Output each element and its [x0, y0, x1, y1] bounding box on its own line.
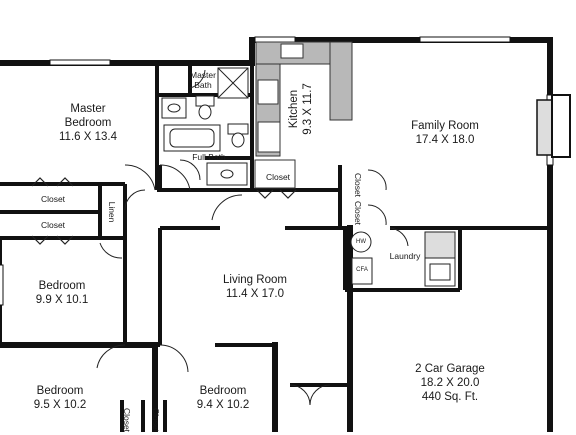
room-label-bedroom-sw: Bedroom 9.5 X 10.2: [33, 385, 87, 411]
room-label-bedroom-s: Bedroom 9.4 X 10.2: [196, 385, 250, 411]
bifold-marks: [31, 177, 297, 245]
room-label-laundry: Laundry: [389, 251, 421, 261]
laundry-fixtures: [350, 231, 456, 287]
room-label-closet-bed-1: Closet: [122, 407, 132, 433]
room-label-bedroom-west: Bedroom 9.9 X 10.1: [35, 280, 89, 306]
room-label-water-heater: HW: [356, 239, 366, 245]
exterior-walls: [0, 37, 553, 432]
room-label-closet-hall-2: Closet: [40, 220, 66, 230]
fireplace: [536, 94, 571, 158]
room-label-garage: 2 Car Garage 18.2 X 20.0 440 Sq. Ft.: [415, 363, 485, 403]
kitchen-counters: [254, 41, 353, 189]
room-label-master-bedroom: Master Bedroom 11.6 X 13.4: [59, 103, 117, 143]
doors: [96, 69, 409, 406]
bath-fixtures: [161, 67, 249, 186]
room-label-closet-hall-1: Closet: [40, 194, 66, 204]
room-label-full-bath: Full Bath: [192, 152, 226, 162]
room-label-linen: Linen: [107, 201, 117, 223]
room-label-closet-kitchen: Closet: [265, 172, 291, 182]
room-label-master-bath: Master Bath: [190, 70, 216, 90]
room-label-closet-laundry-2: Closet: [353, 200, 363, 226]
room-label-kitchen: Kitchen 9.3 X 11.7: [288, 83, 314, 135]
room-label-closet-bed-2: Closet: [151, 407, 161, 433]
room-label-living-room: Living Room 11.4 X 17.0: [223, 274, 287, 300]
room-label-family-room: Family Room 17.4 X 18.0: [411, 120, 479, 146]
room-label-furnace: CFA: [356, 267, 368, 273]
